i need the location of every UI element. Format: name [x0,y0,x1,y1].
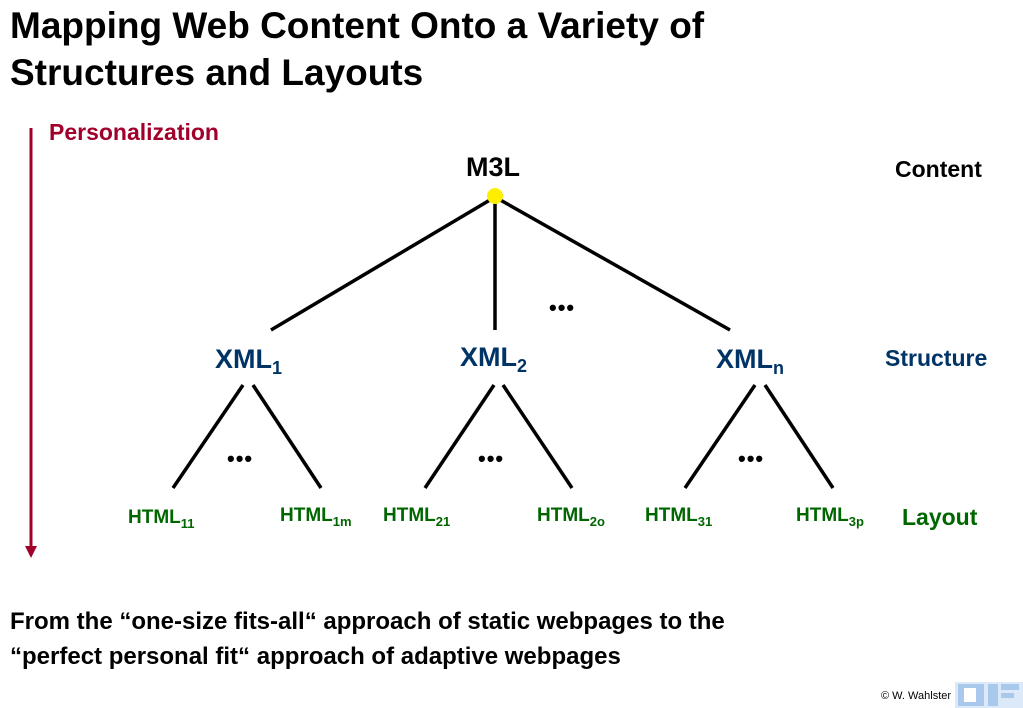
personalization-arrow [25,128,37,558]
html-node-11: HTML11 [128,507,195,531]
xml-node-n: XMLn [716,344,784,378]
html-node-subscript: 31 [697,514,713,529]
html-node-21: HTML21 [383,505,451,529]
level-label-content: Content [895,156,982,182]
html-node-subscript: 2o [589,514,605,529]
html-node-subscript: 11 [180,516,195,531]
html-node-31: HTML31 [645,505,713,529]
html-node-subscript: 3p [848,514,864,529]
html-node-2o: HTML2o [537,505,605,529]
footer-line-2: “perfect personal fit“ approach of adapt… [10,643,621,670]
html-node-base: HTML [645,505,698,526]
slide-title-line-1: Mapping Web Content Onto a Variety of [10,5,705,46]
xml-node-2: XML2 [460,342,528,376]
ellipsis-xml2-children: ••• [478,446,505,471]
html-node-subscript: 1m [332,514,352,529]
xml-node-subscript: n [773,358,784,378]
html-node-base: HTML [383,505,436,526]
ellipsis-xml1-children: ••• [227,446,254,471]
xml-node-base: XML [716,344,773,374]
html-node-subscript: 21 [435,514,451,529]
xml-node-base: XML [215,344,272,374]
html-node-1m: HTML1m [280,505,352,529]
level-label-structure: Structure [885,345,988,371]
slide-title: Mapping Web Content Onto a Variety of St… [10,2,910,96]
slide-title-line-2: Structures and Layouts [10,52,424,93]
copyright-notice: © W. Wahlster [881,690,952,702]
html-node-base: HTML [537,505,590,526]
xml-node-subscript: 2 [517,356,528,376]
html-node-base: HTML [128,507,181,528]
edge-xml1-html1m [251,384,323,489]
ellipsis-xmln-children: ••• [738,446,765,471]
html-node-base: HTML [796,505,849,526]
personalization-label: Personalization [49,119,219,145]
html-node-3p: HTML3p [796,505,864,529]
edge-xml1-html11 [171,384,245,489]
xml-node-1: XML1 [215,344,283,378]
xml-node-subscript: 1 [272,358,283,378]
ellipsis-structure-level: ••• [549,295,576,320]
xml-node-base: XML [460,342,517,372]
root-node-dot [487,188,503,204]
edge-xml2-html2o [501,384,574,489]
dfki-logo [955,682,1023,708]
edge-xmln-html3p [763,384,835,489]
root-node-label: M3L [466,152,520,182]
footer-line-1: From the “one-size fits-all“ approach of… [10,608,725,635]
edge-xmln-html31 [683,384,757,489]
level-label-layout: Layout [902,504,978,530]
html-node-base: HTML [280,505,333,526]
edge-root-xmln [494,195,731,332]
footer-statement: From the “one-size fits-all“ approach of… [10,604,910,674]
edge-root-xml1 [270,195,496,332]
edge-xml2-html21 [423,384,496,489]
